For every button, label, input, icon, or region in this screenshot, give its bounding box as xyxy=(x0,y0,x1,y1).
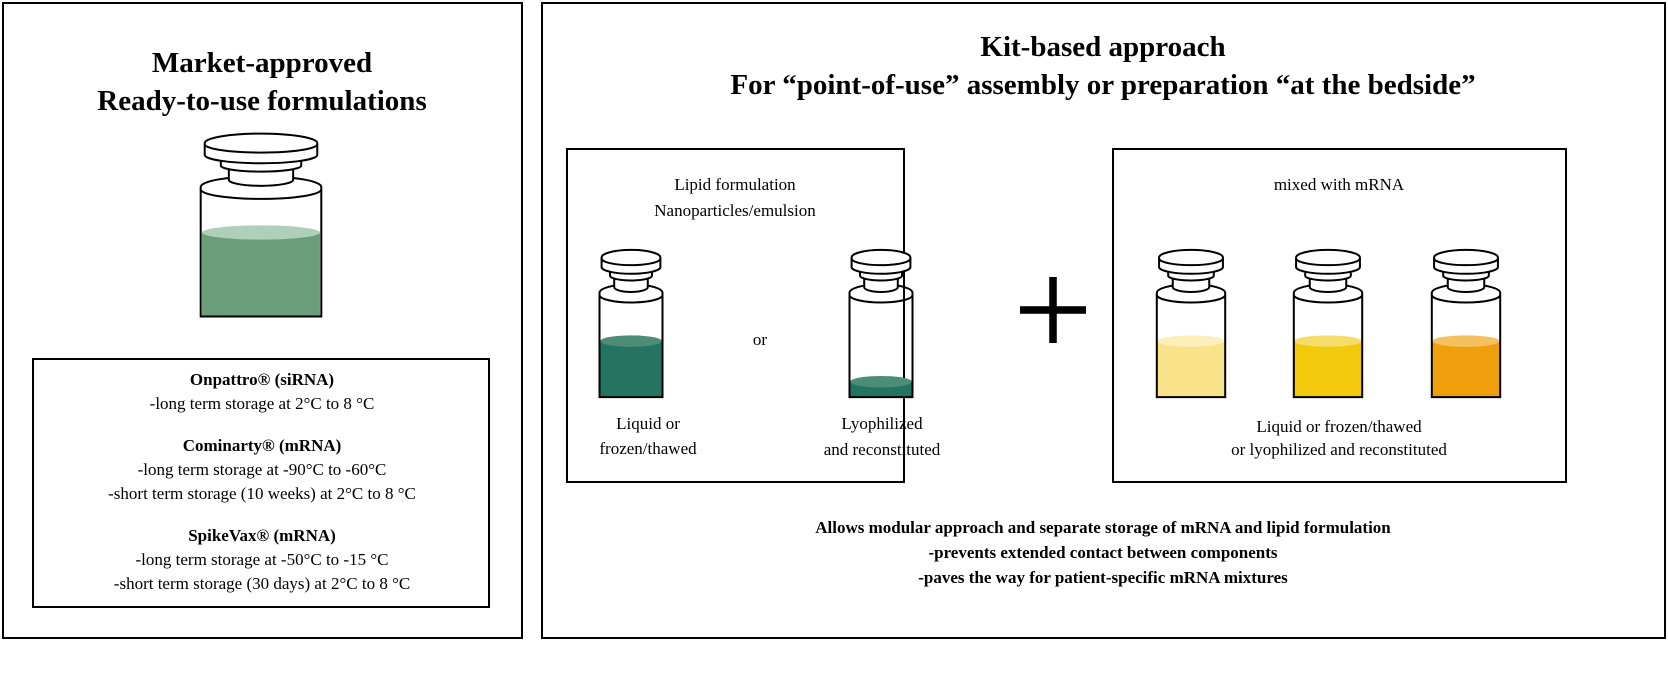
summary-line-1: Allows modular approach and separate sto… xyxy=(815,518,1391,537)
product-name-spikevax: SpikeVax® (mRNA) xyxy=(188,526,336,545)
kit-based-panel xyxy=(541,2,1666,639)
lipid-heading-line-2: Nanoparticles/emulsion xyxy=(654,201,816,220)
vial-market-icon xyxy=(194,130,328,320)
product-name-onpattro: Onpattro® (siRNA) xyxy=(189,370,335,389)
lipid-heading-line-1: Lipid formulation xyxy=(674,175,796,194)
storage-line: -short term storage (30 days) at 2°C to … xyxy=(113,574,411,593)
vial-liquid-surface xyxy=(1294,335,1362,347)
lipid-formulation-box xyxy=(566,148,905,483)
storage-line: -long term storage at -50°C to -15 °C xyxy=(135,550,389,569)
vial-liquid xyxy=(1157,341,1225,398)
vial-liquid xyxy=(202,232,320,317)
vial-liquid-surface xyxy=(1157,335,1225,347)
mrna-heading: mixed with mRNA xyxy=(1273,175,1405,194)
vial-liquid xyxy=(1432,341,1500,398)
right-title-line-2: For “point-of-use” assembly or preparati… xyxy=(730,69,1476,101)
left-title-line-1: Market-approved xyxy=(151,47,373,79)
right-title-line-1: Kit-based approach xyxy=(980,31,1226,63)
vial-liquid-surface xyxy=(202,225,320,240)
storage-info-box xyxy=(32,358,490,608)
lyophilized-label-line-2: and reconstituted xyxy=(823,440,941,459)
vial-liquid-surface xyxy=(1432,335,1500,347)
market-approved-panel xyxy=(2,2,523,639)
storage-line: -long term storage at -90°C to -60°C xyxy=(137,460,387,479)
left-title-line-2: Ready-to-use formulations xyxy=(97,85,427,117)
vial-mrna-3-icon xyxy=(1428,247,1504,400)
vial-liquid-surface xyxy=(600,335,662,347)
storage-line: -long term storage at 2°C to 8 °C xyxy=(149,394,375,413)
vial-liquid-surface xyxy=(850,375,912,388)
mrna-caption-line-2: or lyophilized and reconstituted xyxy=(1231,440,1447,459)
plus-icon xyxy=(1020,277,1086,343)
vial-liquid xyxy=(1294,341,1362,398)
vial-lyophilized-icon xyxy=(846,247,916,400)
summary-line-3: -paves the way for patient-specific mRNA… xyxy=(918,568,1288,587)
mrna-box xyxy=(1112,148,1567,483)
or-label: or xyxy=(752,330,768,349)
vial-mrna-2-icon xyxy=(1290,247,1366,400)
product-name-cominarty: Cominarty® (mRNA) xyxy=(182,436,342,455)
summary-line-2: -prevents extended contact between compo… xyxy=(928,543,1278,562)
mrna-caption-line-1: Liquid or frozen/thawed xyxy=(1256,417,1422,436)
vial-liquid xyxy=(600,341,662,398)
lyophilized-label-line-1: Lyophilized xyxy=(841,414,923,433)
vial-liquid-icon xyxy=(596,247,666,400)
storage-line: -short term storage (10 weeks) at 2°C to… xyxy=(108,484,416,503)
vial-mrna-1-icon xyxy=(1153,247,1229,400)
liquid-label-line-1: Liquid or xyxy=(616,414,680,433)
liquid-label-line-2: frozen/thawed xyxy=(599,439,697,458)
